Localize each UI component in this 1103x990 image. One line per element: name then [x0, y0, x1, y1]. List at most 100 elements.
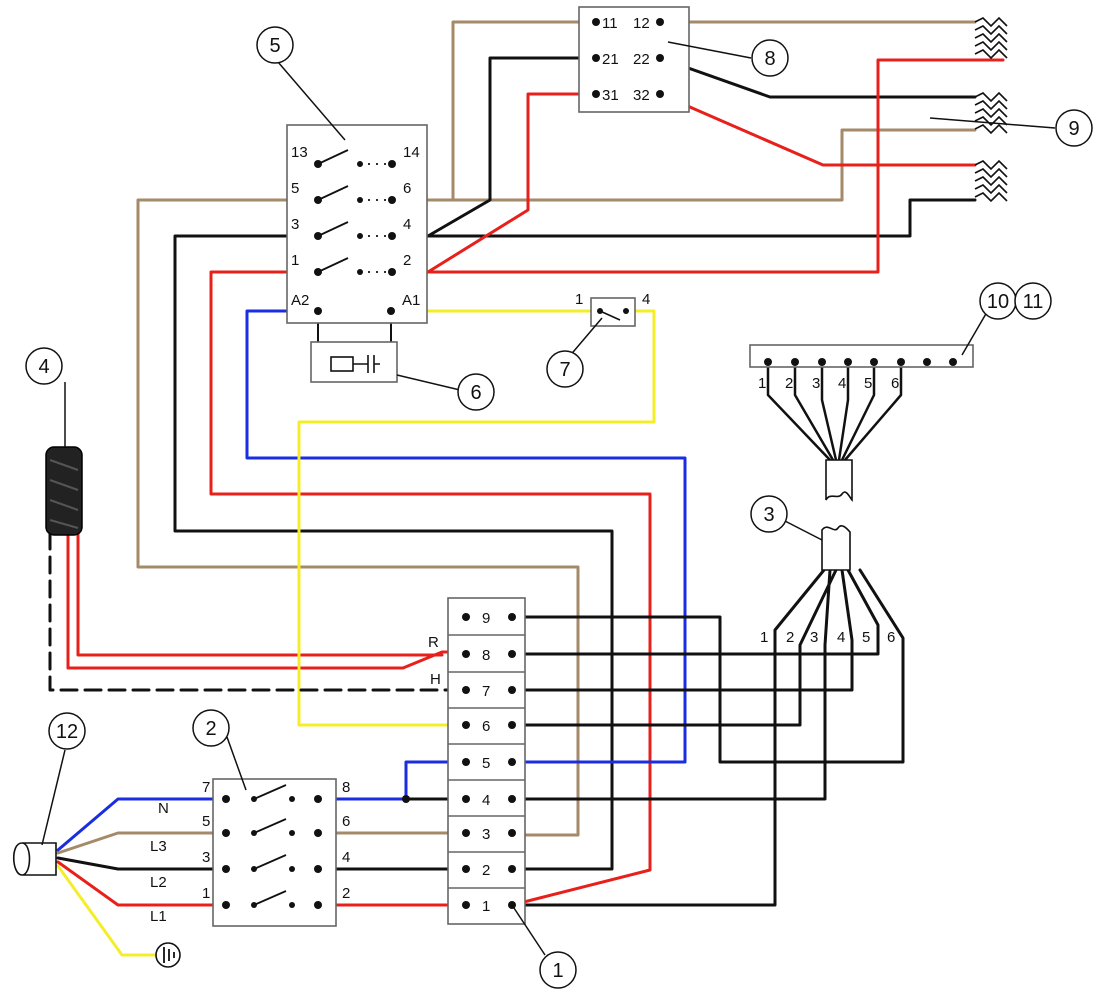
sensor-label-r: R	[428, 634, 439, 651]
wire-blue-coil-a2-t5	[245, 309, 687, 764]
switch-label-l1: 7	[202, 779, 210, 796]
supply-label-l2: L2	[150, 874, 167, 891]
wire-black-supply-l2	[56, 856, 228, 871]
heater-coil-bottom	[974, 159, 1008, 203]
sensor-label-h: H	[430, 671, 441, 688]
callout-labels: 1 2 3 4 5 6 7 8 9 10 11 12	[38, 35, 1079, 982]
contactor-label-l1: 13	[291, 144, 308, 161]
callout-2-circle	[192, 709, 230, 747]
connector-pin-1: 1	[758, 375, 766, 392]
cable-end-top	[825, 459, 853, 502]
contactor-dots	[314, 160, 396, 315]
contactor: 13 5 3 1 14 6 4 2 A2 A1	[286, 124, 428, 324]
contactor-contacts	[317, 149, 392, 273]
callout-7: 7	[559, 359, 570, 381]
switch-label-l4: 1	[202, 885, 210, 902]
callout-8: 8	[764, 48, 775, 70]
cable-pin-5: 5	[862, 629, 870, 646]
callout-10: 10	[987, 291, 1009, 313]
relay: 11 21 31 12 22 32	[578, 6, 690, 113]
thermostat-label-right: 4	[642, 291, 650, 308]
terminal-label-1: 1	[482, 898, 490, 915]
cable-pin-2: 2	[786, 629, 794, 646]
contactor-label-r3: 4	[403, 216, 411, 233]
main-switch-dots	[222, 795, 410, 909]
callout-3: 3	[763, 504, 774, 526]
terminal-label-8: 8	[482, 647, 490, 664]
snubber-capacitor	[353, 355, 380, 373]
earth-icon	[155, 942, 181, 968]
wire-yellow-thermo-t6	[297, 309, 656, 727]
wire-red-sensor-r	[66, 531, 468, 670]
contactor-label-l3: 3	[291, 216, 299, 233]
terminal-label-6: 6	[482, 718, 490, 735]
callout-6-circle	[457, 373, 495, 411]
terminal-label-4: 4	[482, 792, 490, 809]
callout-1-circle	[539, 951, 577, 989]
wire-black-t8-cable	[510, 568, 880, 656]
callout-9-circle	[1055, 109, 1093, 147]
callout-12: 12	[56, 721, 78, 743]
heater-coil-top	[974, 16, 1008, 60]
contactor-coil-a1: A1	[402, 292, 420, 309]
callout-3-circle	[750, 495, 788, 533]
connector-pin-2: 2	[785, 375, 793, 392]
relay-label-l2: 21	[602, 51, 619, 68]
callout-1: 1	[552, 960, 563, 982]
switch-label-l2: 5	[202, 813, 210, 830]
wire-brown-relay-11	[426, 20, 598, 202]
connector-pin-5: 5	[864, 375, 872, 392]
wire-black-relay-21	[426, 56, 598, 238]
relay-label-r3: 32	[633, 87, 650, 104]
wire-brown-terminal-3	[136, 198, 580, 837]
callout-4-circle	[25, 347, 63, 385]
terminal-block: 9 8 7 6 5 4 3 2 1	[447, 597, 526, 925]
terminal-label-7: 7	[482, 683, 490, 700]
contactor-label-r4: 2	[403, 252, 411, 269]
wire-black-connector-fan	[766, 360, 903, 462]
thermostat-contact	[599, 310, 621, 321]
main-switch-contacts	[253, 784, 287, 906]
wire-red-contactor-2-heater	[426, 58, 1005, 274]
wires	[48, 20, 1005, 957]
snubber-resistor	[330, 356, 354, 372]
contactor-coil-a2: A2	[291, 292, 309, 309]
callout-2: 2	[205, 718, 216, 740]
main-switch: 7 5 3 1 8 6 4 2	[202, 778, 410, 927]
wire-blue-supply-n	[56, 797, 228, 852]
connector-strip: 1 2 3 4 5 6	[749, 344, 974, 392]
relay-label-r1: 12	[633, 15, 650, 32]
wire-black-contactor-4-heater	[426, 198, 977, 238]
wire-black-t4-cable	[404, 568, 832, 801]
heater-coil-mid	[974, 91, 1008, 135]
callout-6: 6	[470, 382, 481, 404]
thermostat: 1 4	[575, 291, 650, 327]
snubber-body	[310, 341, 398, 383]
contactor-label-r2: 6	[403, 180, 411, 197]
wire-yellow-earth	[56, 864, 162, 957]
relay-label-l3: 31	[602, 87, 619, 104]
switch-label-r2: 6	[342, 813, 350, 830]
cable-pin-6: 6	[887, 629, 895, 646]
callout-4: 4	[38, 356, 49, 378]
wire-black-t7-cable	[510, 568, 854, 692]
cable-pin-3: 3	[810, 629, 818, 646]
main-switch-body	[212, 778, 337, 927]
wire-black-t6-cable	[510, 568, 838, 727]
terminal-label-9: 9	[482, 610, 490, 627]
callouts	[25, 26, 1093, 989]
connector-pin-4: 4	[838, 375, 846, 392]
supply-cable-end	[12, 842, 57, 876]
callout-9: 9	[1068, 118, 1079, 140]
sensor: R H	[45, 446, 441, 688]
wire-black-terminal-2	[173, 234, 614, 871]
contactor-body	[286, 124, 428, 324]
contactor-label-r1: 14	[403, 144, 420, 161]
connector-pin-6: 6	[891, 375, 899, 392]
thermostat-label-left: 1	[575, 291, 583, 308]
switch-label-r1: 8	[342, 779, 350, 796]
wire-red-relay-31	[426, 92, 598, 274]
callout-5: 5	[269, 35, 280, 57]
supply-labels: N L3 L2 L1	[150, 800, 169, 925]
wire-red-relay-32-heater	[658, 92, 977, 167]
